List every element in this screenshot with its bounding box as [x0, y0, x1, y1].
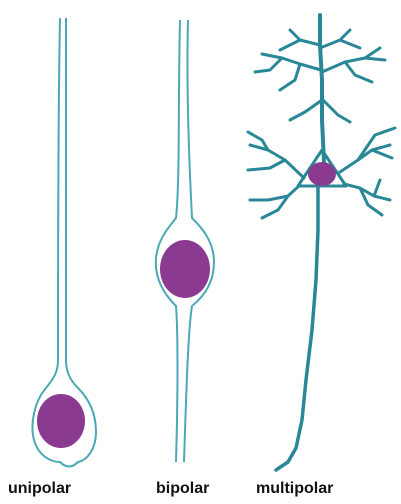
multipolar-neuron [248, 15, 395, 470]
bipolar-neuron [156, 20, 214, 462]
multipolar-branch [255, 54, 321, 90]
label-multipolar: multipolar [256, 479, 333, 499]
multipolar-basal-dendrite [340, 128, 395, 172]
bipolar-outline-left [156, 20, 180, 462]
multipolar-basal-dendrite [248, 132, 304, 178]
multipolar-basal-dendrite [344, 180, 390, 215]
multipolar-branch [322, 48, 385, 82]
unipolar-nucleus [37, 394, 85, 448]
label-unipolar: unipolar [8, 479, 71, 499]
multipolar-axon [276, 188, 318, 470]
multipolar-apical-dendrite [320, 15, 324, 162]
label-bipolar: bipolar [156, 479, 209, 499]
bipolar-nucleus [160, 240, 210, 298]
multipolar-basal-dendrite [250, 185, 300, 218]
multipolar-nucleus [308, 162, 336, 186]
unipolar-neuron [33, 18, 97, 467]
